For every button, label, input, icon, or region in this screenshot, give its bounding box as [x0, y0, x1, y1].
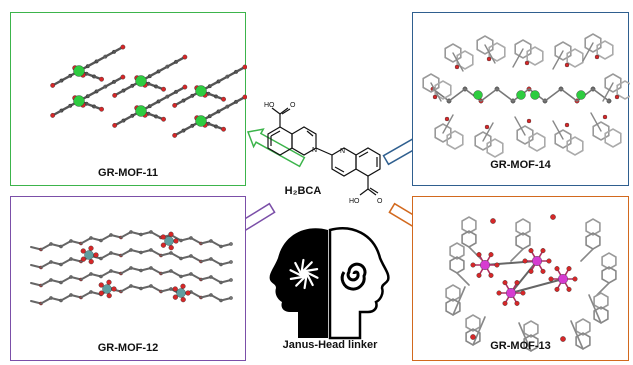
n2-label: N	[340, 148, 345, 155]
mof14-structure	[422, 33, 630, 158]
janus-heads-icon	[269, 227, 390, 340]
linker-label: Janus-Head linker	[282, 339, 378, 351]
panel-gr-mof-11: GR-MOF-11	[10, 12, 247, 186]
mof12-structure	[30, 230, 233, 306]
molecule-name: H₂BCA	[284, 185, 322, 197]
bottom-o-label: O	[377, 198, 383, 205]
panel-gr-mof-13: GR-MOF-13	[412, 196, 629, 361]
n1-label: N	[312, 147, 317, 154]
panel-gr-mof-14: GR-MOF-14	[412, 12, 630, 186]
arrow-to-mof11	[246, 128, 306, 168]
label-gr-mof-14: GR-MOF-14	[490, 159, 551, 171]
spiral-icon	[340, 262, 367, 291]
swirl-icon	[289, 258, 319, 290]
mof11-structure	[50, 44, 247, 138]
arrow-to-mof12	[246, 202, 276, 231]
label-gr-mof-11: GR-MOF-11	[98, 167, 158, 179]
label-gr-mof-12: GR-MOF-12	[97, 342, 159, 354]
mof13-structure	[445, 214, 617, 352]
top-o-label: O	[290, 102, 296, 109]
top-ho-label: HO	[264, 102, 275, 109]
arrow-to-mof13	[388, 202, 412, 227]
center-graphic: HO O N N HO O	[246, 102, 412, 340]
label-gr-mof-13: GR-MOF-13	[490, 340, 551, 352]
bottom-ho-label: HO	[349, 198, 360, 205]
h2bca-molecule	[267, 107, 381, 196]
arrow-to-mof14	[382, 138, 412, 166]
panel-gr-mof-12: GR-MOF-12	[10, 196, 246, 361]
